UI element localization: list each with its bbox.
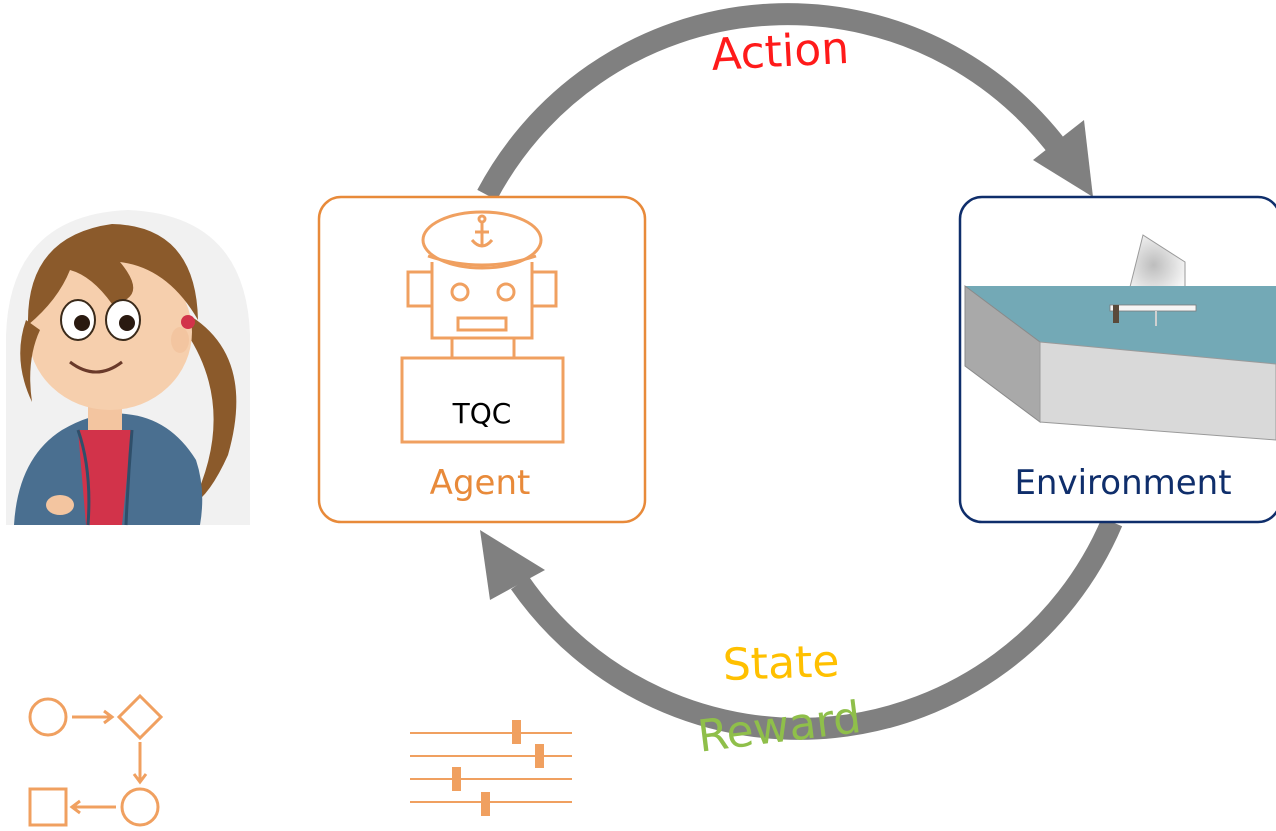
- workflow-icon: [28, 693, 164, 827]
- robot-captain-icon: [400, 210, 565, 444]
- anchor-icon: [470, 214, 494, 248]
- tqc-label: TQC: [452, 397, 512, 430]
- user-avatar-icon: [6, 210, 250, 526]
- sliders-icon: [410, 720, 572, 816]
- agent-label: Agent: [429, 463, 531, 503]
- action-label: Action: [710, 22, 851, 81]
- environment-label: Environment: [1014, 463, 1232, 503]
- state-label: State: [722, 635, 841, 691]
- action-arrow: [477, 3, 1093, 201]
- sailboat-pool-icon: [964, 234, 1276, 441]
- state-reward-arrow: [480, 517, 1123, 740]
